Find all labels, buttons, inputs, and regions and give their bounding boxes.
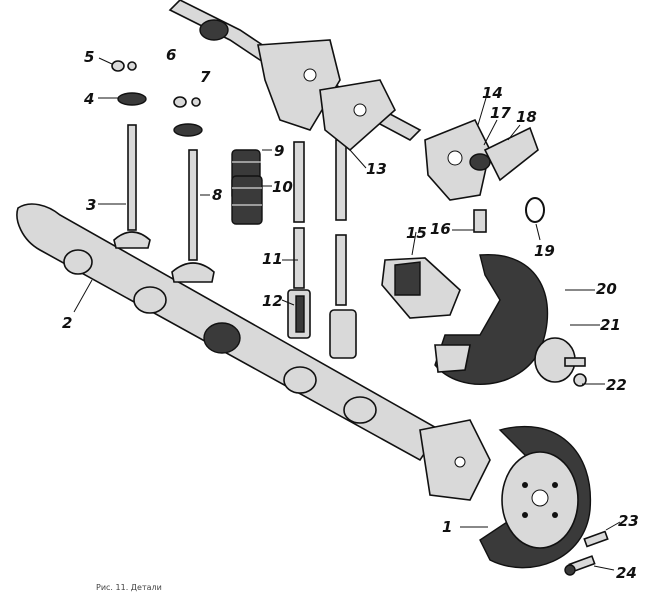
- callout-4: 4: [83, 90, 94, 108]
- callout-12: 12: [262, 292, 283, 310]
- callout-15: 15: [406, 224, 427, 242]
- callout-5: 5: [84, 48, 94, 66]
- push-rods: [287, 139, 357, 359]
- rocker-arm-assembly: [424, 118, 545, 233]
- callout-10: 10: [272, 178, 293, 196]
- camshaft: [16, 203, 491, 501]
- valve-exhaust: [171, 96, 215, 283]
- gear-washer: [534, 337, 587, 387]
- callout-18: 18: [516, 108, 537, 126]
- callout-19: 19: [534, 242, 555, 260]
- timing-gear-20: [434, 254, 549, 385]
- callout-13: 13: [366, 160, 387, 178]
- callout-9: 9: [274, 142, 284, 160]
- callout-3: 3: [86, 196, 96, 214]
- callout-7: 7: [200, 68, 211, 86]
- valve-springs: [231, 149, 263, 225]
- bolts: [564, 530, 609, 576]
- callout-17: 17: [490, 104, 511, 122]
- callout-1: 1: [442, 518, 452, 536]
- callout-2: 2: [62, 314, 72, 332]
- figure-caption: Рис. 11. Детали: [96, 583, 162, 592]
- callout-labels: 1 2 3 4 5 6 7 8 9 10 11 12 13 14 15 16 1…: [62, 46, 639, 582]
- callout-20: 20: [596, 280, 617, 298]
- callout-11: 11: [262, 250, 283, 268]
- camshaft-gear: [479, 425, 592, 569]
- callout-14: 14: [482, 84, 503, 102]
- valve-intake: [111, 60, 151, 249]
- callout-16: 16: [430, 220, 451, 238]
- callout-8: 8: [212, 186, 222, 204]
- callout-21: 21: [600, 316, 621, 334]
- rocker-shaft: [168, 0, 422, 152]
- callout-22: 22: [606, 376, 627, 394]
- callout-6: 6: [166, 46, 176, 64]
- callout-24: 24: [616, 564, 637, 582]
- leader-lines: [73, 57, 621, 571]
- drive-gear: [381, 257, 461, 319]
- callout-23: 23: [618, 512, 639, 530]
